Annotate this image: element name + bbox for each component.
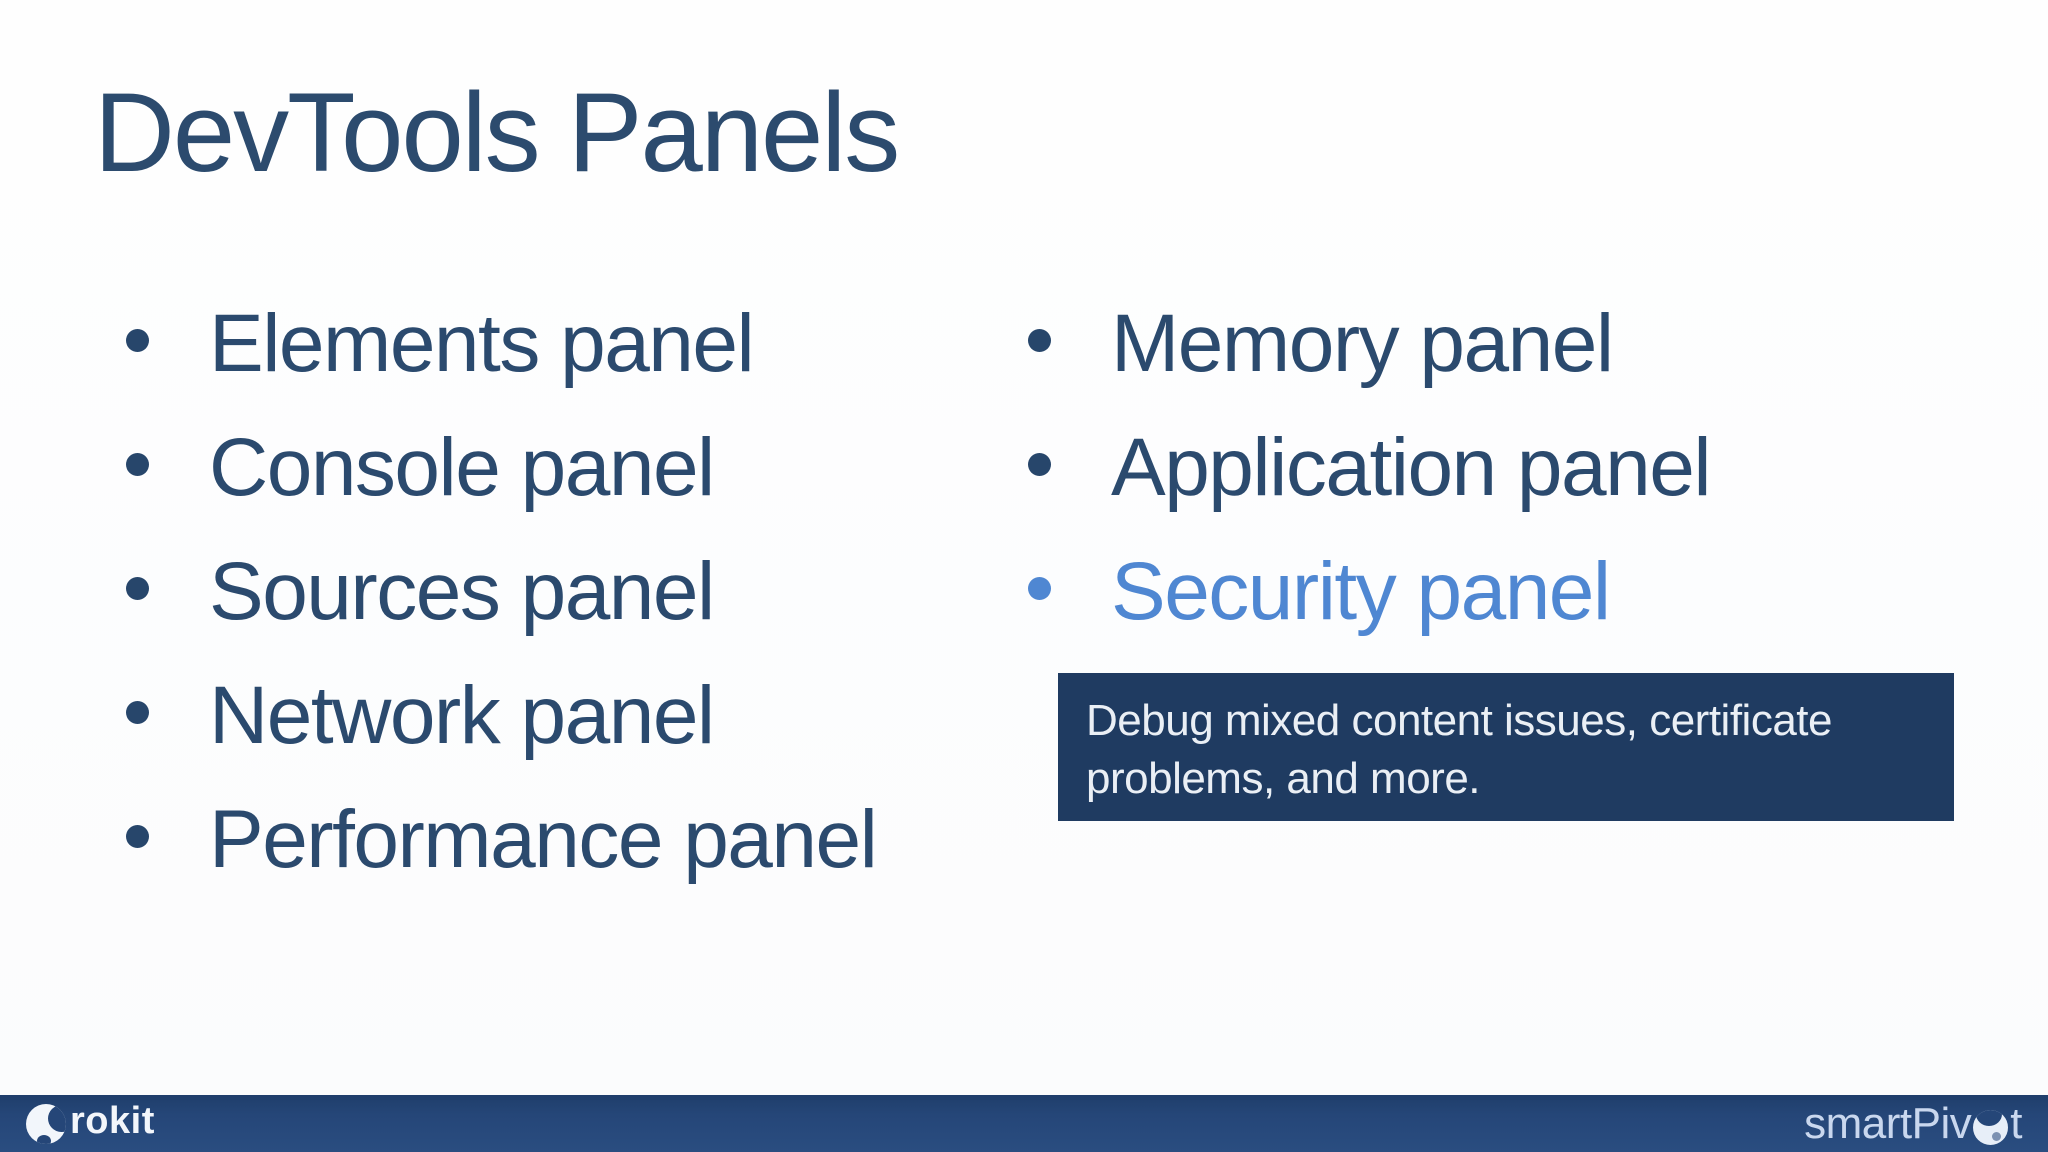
bullet-icon	[126, 700, 149, 724]
bullet-icon	[126, 328, 149, 352]
security-panel-callout: Debug mixed content issues, certificate …	[1058, 673, 1954, 821]
list-item-label: Application panel	[1111, 422, 1712, 513]
bullet-icon	[1028, 328, 1051, 352]
grokit-logo-text: rokit	[70, 1100, 155, 1142]
list-item-label: Elements panel	[209, 298, 755, 389]
list-item-elements-panel: Elements panel	[126, 303, 876, 385]
bullet-list-left: Elements panel Console panel Sources pan…	[126, 303, 878, 885]
pivot-crescent-icon	[1973, 1110, 2009, 1145]
list-item-network-panel: Network panel	[126, 675, 876, 757]
list-item-sources-panel: Sources panel	[126, 551, 876, 633]
list-item-performance-panel: Performance panel	[126, 794, 878, 885]
list-item-label: Performance panel	[209, 794, 878, 885]
list-item-memory-panel: Memory panel	[1028, 303, 1710, 385]
pivot-crescent-dot	[1992, 1132, 2002, 1141]
footer-bar: rokit smartPiv t	[0, 1095, 2048, 1152]
bullet-icon	[1028, 452, 1051, 476]
list-item-console-panel: Console panel	[126, 427, 876, 509]
callout-text-line: problems, and more.	[1086, 754, 1481, 803]
list-item-label: Sources panel	[209, 546, 715, 637]
list-item-label: Network panel	[209, 670, 715, 761]
smartpivot-logo-text-prefix: smartPiv	[1804, 1098, 1972, 1148]
list-item-application-panel: Application panel	[1028, 422, 1712, 513]
bullet-icon	[126, 576, 149, 600]
bullet-list-right: Memory panel Application panel Security …	[1028, 303, 1712, 633]
list-item-security-panel: Security panel	[1028, 551, 1710, 633]
grokit-logo: rokit	[26, 1100, 155, 1145]
bullet-icon	[126, 824, 149, 848]
page-title: DevTools Panels	[94, 70, 900, 195]
callout-text-line: Debug mixed content issues, certificate	[1086, 696, 1833, 745]
bullet-icon	[126, 452, 149, 476]
list-item-label: Console panel	[209, 422, 715, 513]
list-item-label: Memory panel	[1111, 298, 1614, 389]
smartpivot-logo: smartPiv t	[1804, 1099, 2022, 1149]
list-item-label: Security panel	[1111, 546, 1611, 637]
grokit-crescent-icon	[26, 1103, 66, 1144]
bullet-icon	[1028, 576, 1051, 600]
smartpivot-logo-text-suffix: t	[2010, 1098, 2022, 1148]
